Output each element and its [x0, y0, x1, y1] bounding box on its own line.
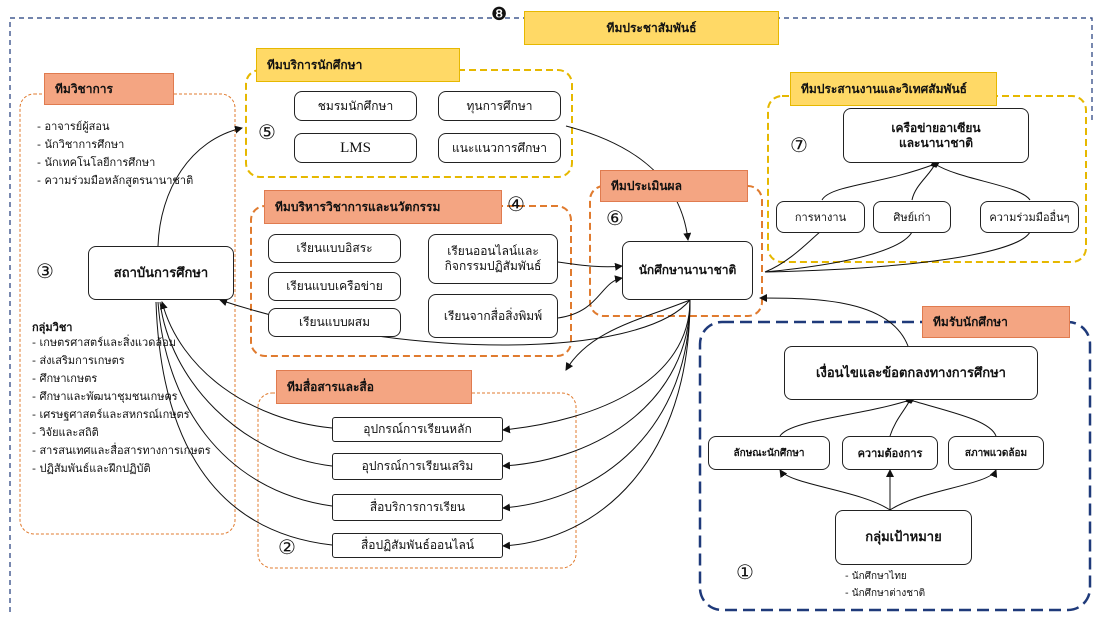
main-materials-box: อุปกรณ์การเรียนหลัก — [332, 417, 503, 442]
lms-box: LMS — [294, 133, 417, 163]
list-item: - นักศึกษาต่างชาติ — [845, 588, 926, 599]
list-item: - เศรษฐศาสตร์และสหกรณ์เกษตร — [32, 408, 190, 421]
student-service-number: ⑤ — [258, 120, 276, 144]
admin-innovation-number: ④ — [507, 192, 525, 216]
student-characteristics-box: ลักษณะนักศึกษา — [708, 436, 830, 470]
pr-team-label: ทีมประชาสัมพันธ์ — [524, 11, 779, 45]
guidance-box: แนะแนวการศึกษา — [438, 133, 561, 163]
list-item: - ศึกษาและพัฒนาชุมชนเกษตร — [32, 390, 178, 403]
subjects-list: - เกษตรศาสตร์และสิ่งแวดล้อม - ส่งเสริมกา… — [32, 334, 211, 478]
environment-box: สภาพแวดล้อม — [948, 436, 1044, 470]
other-cooperation-box: ความร่วมมืออื่นๆ — [980, 201, 1079, 233]
media-team-number: ② — [278, 535, 296, 559]
subjects-title: กลุ่มวิชา — [32, 321, 73, 334]
list-item: - นักเทคโนโลยีการศึกษา — [37, 156, 156, 169]
needs-box: ความต้องการ — [842, 436, 938, 470]
academic-team-frame — [19, 93, 236, 535]
online-interaction-media-box: สื่อปฏิสัมพันธ์ออนไลน์ — [332, 533, 503, 558]
list-item: - อาจารย์ผู้สอน — [37, 120, 110, 133]
target-group-box: กลุ่มเป้าหมาย — [835, 510, 972, 565]
list-item: - วิจัยและสถิติ — [32, 426, 99, 439]
academic-team-number: ③ — [36, 259, 54, 283]
admission-label: ทีมรับนักศึกษา — [922, 306, 1070, 338]
job-seeking-box: การหางาน — [776, 201, 865, 233]
evaluation-label: ทีมประเมินผล — [600, 170, 748, 202]
academic-team-label: ทีมวิชาการ — [44, 73, 174, 105]
conditions-box: เงื่อนไขและข้อตกลงทางการศึกษา — [784, 346, 1038, 400]
network-learning-box: เรียนแบบเครือข่าย — [268, 272, 401, 301]
list-item: - ศึกษาเกษตร — [32, 372, 98, 385]
coordination-label: ทีมประสานงานและวิเทศสัมพันธ์ — [790, 72, 997, 106]
online-learning-box: เรียนออนไลน์และกิจกรรมปฏิสัมพันธ์ — [428, 234, 558, 284]
international-students-box: นักศึกษานานาชาติ — [622, 241, 753, 300]
evaluation-number: ⑥ — [606, 206, 624, 230]
blended-learning-box: เรียนแบบผสม — [268, 308, 401, 337]
asean-network-box: เครือข่ายอาเซียนและนานาชาติ — [843, 108, 1029, 163]
list-item: - ความร่วมมือหลักสูตรนานาชาติ — [37, 174, 194, 187]
target-group-list: - นักศึกษาไทย - นักศึกษาต่างชาติ — [845, 568, 925, 602]
learning-service-media-box: สื่อบริการการเรียน — [332, 494, 503, 521]
list-item: - นักวิชาการศึกษา — [37, 138, 125, 151]
institute-box: สถาบันการศึกษา — [88, 246, 234, 300]
list-item: - นักศึกษาไทย — [845, 571, 907, 582]
supplementary-materials-box: อุปกรณ์การเรียนเสริม — [332, 453, 503, 480]
student-service-label: ทีมบริการนักศึกษา — [256, 48, 460, 82]
coordination-number: ⑦ — [790, 133, 808, 157]
print-learning-box: เรียนจากสื่อสิ่งพิมพ์ — [428, 294, 558, 338]
academic-staff-list: - อาจารย์ผู้สอน - นักวิชาการศึกษา - นักเ… — [37, 118, 193, 190]
admission-number: ① — [736, 560, 754, 584]
independent-learning-box: เรียนแบบอิสระ — [268, 234, 401, 263]
media-team-label: ทีมสื่อสารและสื่อ — [276, 370, 472, 404]
pr-team-number: ❽ — [491, 4, 508, 25]
list-item: - สารสนเทศและสื่อสารทางการเกษตร — [32, 444, 211, 457]
scholarship-box: ทุนการศึกษา — [438, 91, 561, 121]
admission-frame — [698, 320, 1092, 612]
admin-innovation-label: ทีมบริหารวิชาการและนวัตกรรม — [264, 190, 502, 224]
student-club-box: ชมรมนักศึกษา — [294, 91, 417, 121]
list-item: - ส่งเสริมการเกษตร — [32, 354, 125, 367]
alumni-box: ศิษย์เก่า — [873, 201, 951, 233]
list-item: - เกษตรศาสตร์และสิ่งแวดล้อม — [32, 336, 176, 349]
list-item: - ปฏิสัมพันธ์และฝึกปฏิบัติ — [32, 462, 151, 475]
